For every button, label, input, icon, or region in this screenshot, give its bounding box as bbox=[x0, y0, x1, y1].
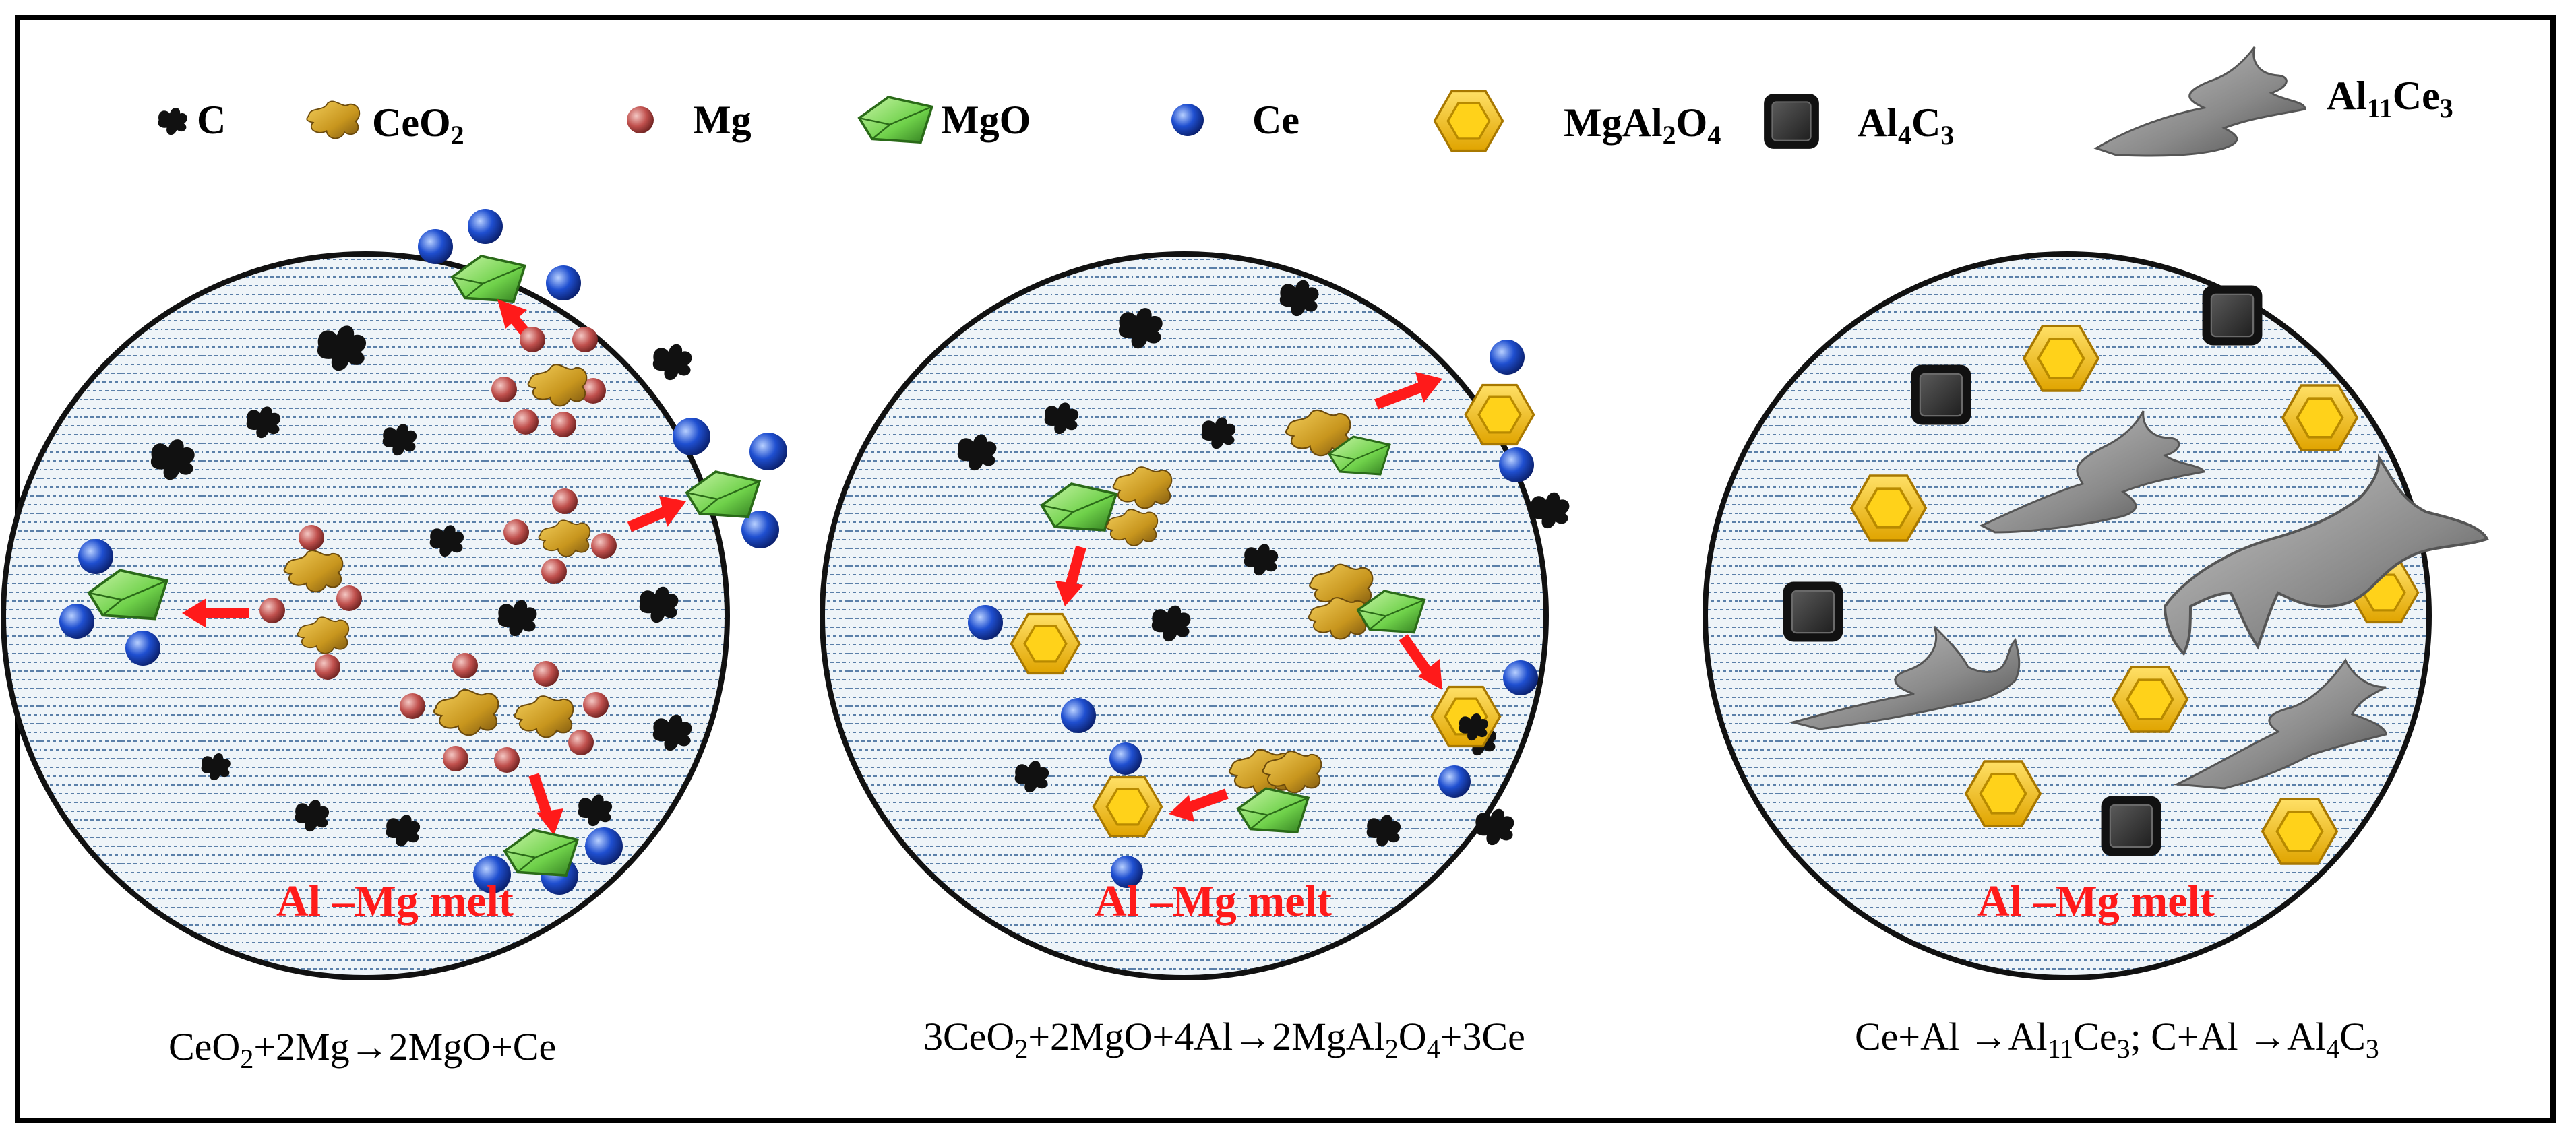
panel-middle-melt-label: Al –Mg melt bbox=[1095, 877, 1332, 926]
mgo-particle-icon bbox=[858, 96, 933, 144]
panel-right-particles bbox=[1782, 284, 2489, 865]
spinel-hexagon-icon bbox=[1433, 90, 1504, 152]
panel-right-equation: Ce+Al →Al11Ce3; C+Al →Al4C3 bbox=[1855, 1015, 2379, 1064]
panel-right-melt-label: Al –Mg melt bbox=[1977, 877, 2215, 926]
panel-left-particles bbox=[59, 209, 787, 895]
legend-label-mgal2o4: MgAl2O4 bbox=[1564, 100, 1721, 150]
al4c3-square-icon bbox=[1763, 93, 1820, 150]
legend-label-ce: Ce bbox=[1252, 98, 1299, 142]
panel-right-circle bbox=[1703, 251, 2432, 980]
panel-left-equation: CeO2+2Mg→2MgO+Ce bbox=[168, 1025, 557, 1074]
ce-atom-icon bbox=[1171, 104, 1204, 136]
mg-atom-icon bbox=[627, 106, 654, 133]
legend-label-al4c3: Al4C3 bbox=[1858, 100, 1955, 150]
legend-label-al11ce3: Al11Ce3 bbox=[2327, 73, 2453, 123]
al11ce3-flake-icon bbox=[2093, 46, 2306, 157]
ceo2-particle-icon bbox=[306, 100, 361, 139]
legend-label-mg: Mg bbox=[693, 98, 752, 142]
legend-label-mgo: MgO bbox=[941, 98, 1031, 142]
panel-left-melt-label: Al –Mg melt bbox=[276, 877, 514, 926]
panel-middle-particles bbox=[957, 280, 1570, 888]
legend bbox=[158, 46, 2306, 157]
legend-label-c: C bbox=[197, 98, 226, 142]
panel-middle-equation: 3CeO2+2MgO+4Al→2MgAl2O4+3Ce bbox=[923, 1015, 1525, 1064]
legend-label-ceo2: CeO2 bbox=[372, 100, 464, 150]
carbon-particle-icon bbox=[158, 108, 187, 135]
